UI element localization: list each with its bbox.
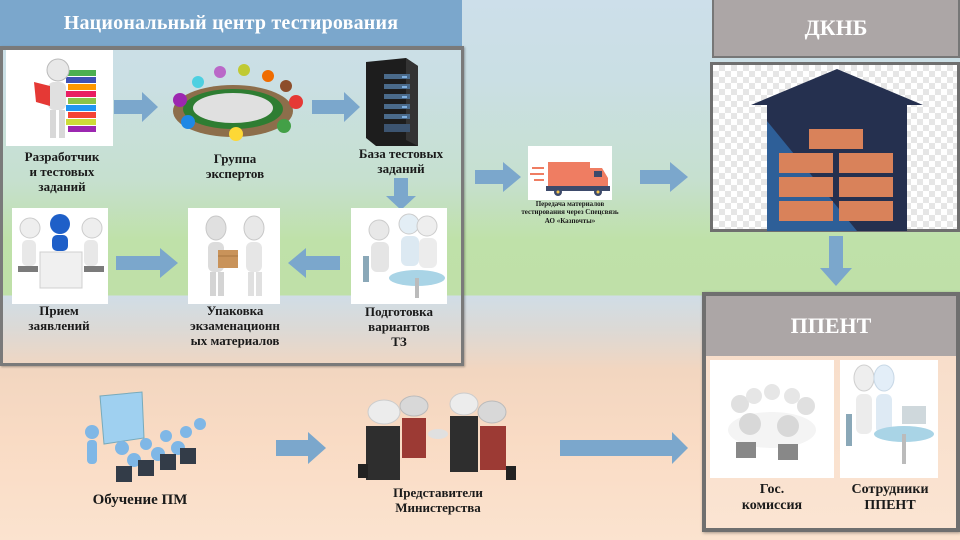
arrow-left-icon <box>288 248 340 278</box>
packaging-label: Упаковка экзаменационн ых материалов <box>174 303 296 349</box>
test-bank-label: База тестовых заданий <box>345 146 457 177</box>
ppent-title: ППЕНТ <box>706 296 956 356</box>
dknb-container <box>710 62 960 232</box>
label-line: Группа <box>213 151 257 166</box>
applications-label: Прием заявлений <box>14 303 104 334</box>
label-line: АО «Казпочты» <box>544 216 596 225</box>
training-label: Обучение ПМ <box>92 492 188 508</box>
label-line: ых материалов <box>190 332 280 348</box>
label-line: вариантов <box>368 318 430 334</box>
business-team-handshake-icon <box>358 392 516 480</box>
label-line: Разработчик <box>24 149 100 164</box>
arrow-right-icon <box>475 162 521 192</box>
presentation-audience-icon <box>85 391 206 482</box>
dknb-title: ДКНБ <box>712 0 960 58</box>
test-bank-image <box>362 58 422 146</box>
nct-title: Национальный центр тестирования <box>0 0 462 46</box>
ministry-image <box>350 388 526 488</box>
arrow-right-icon <box>312 92 360 122</box>
arrow-right-icon <box>640 162 688 192</box>
label-line: заданий <box>377 160 425 176</box>
training-image <box>76 390 212 486</box>
arrow-down-icon <box>386 178 416 210</box>
transfer-image <box>528 146 612 200</box>
staff-at-computer-icon <box>846 364 934 464</box>
label-line: Прием <box>39 303 79 318</box>
arrow-right-icon <box>560 432 688 464</box>
applications-image <box>12 208 108 304</box>
label-line: ТЗ <box>391 333 407 349</box>
label-line: экспертов <box>205 165 265 181</box>
label-line: заявлений <box>28 317 90 333</box>
staff-image <box>840 360 938 478</box>
developer-label: Разработчик и тестовых заданий <box>12 149 112 195</box>
label-line: База тестовых <box>358 146 444 161</box>
packaging-image <box>188 208 280 304</box>
server-rack-icon <box>366 58 418 146</box>
label-line: Министерства <box>395 499 481 515</box>
commission-label: Гос. комиссия <box>710 482 834 514</box>
commission-image <box>710 360 834 478</box>
round-table-meeting-icon <box>173 64 303 141</box>
variants-image <box>351 208 447 304</box>
person-handing-box-icon <box>205 215 265 296</box>
staff-label: Сотрудники ППЕНТ <box>838 482 942 514</box>
label-line: Представители <box>393 485 483 500</box>
developer-image <box>6 50 113 146</box>
label-line: Подготовка <box>365 304 433 319</box>
label-line: и тестовых <box>29 163 95 179</box>
arrow-down-icon <box>820 236 852 286</box>
transfer-label: Передача материалов тестирования через С… <box>494 200 646 225</box>
experts-label: Группа экспертов <box>190 151 280 182</box>
label-line: Упаковка <box>206 303 264 318</box>
reception-desk-icon <box>18 214 104 289</box>
warehouse-icon <box>751 69 923 231</box>
arrow-right-icon <box>116 248 178 278</box>
arrow-right-icon <box>276 432 326 464</box>
people-at-table-icon <box>363 213 445 298</box>
label-line: заданий <box>38 178 86 194</box>
delivery-truck-icon <box>530 162 610 196</box>
commission-meeting-icon <box>728 384 816 460</box>
nct-container <box>0 46 464 366</box>
arrow-right-icon <box>114 92 158 122</box>
experts-image <box>158 56 308 152</box>
label-line: тестирования через Спецсвязь <box>521 208 619 217</box>
label-line: Передача материалов <box>535 200 605 208</box>
person-reading-books-icon <box>34 58 96 138</box>
label-line: Сотрудники <box>851 482 929 497</box>
variants-label: Подготовка вариантов ТЗ <box>347 304 451 350</box>
ppent-container: ППЕНТ Гос. комиссия С <box>702 292 960 532</box>
label-line: комиссия <box>741 498 803 514</box>
ministry-label: Представители Министерства <box>358 485 518 516</box>
label-line: экзаменационн <box>190 317 280 333</box>
label-line: ППЕНТ <box>864 498 916 514</box>
label-line: Гос. <box>759 482 785 497</box>
